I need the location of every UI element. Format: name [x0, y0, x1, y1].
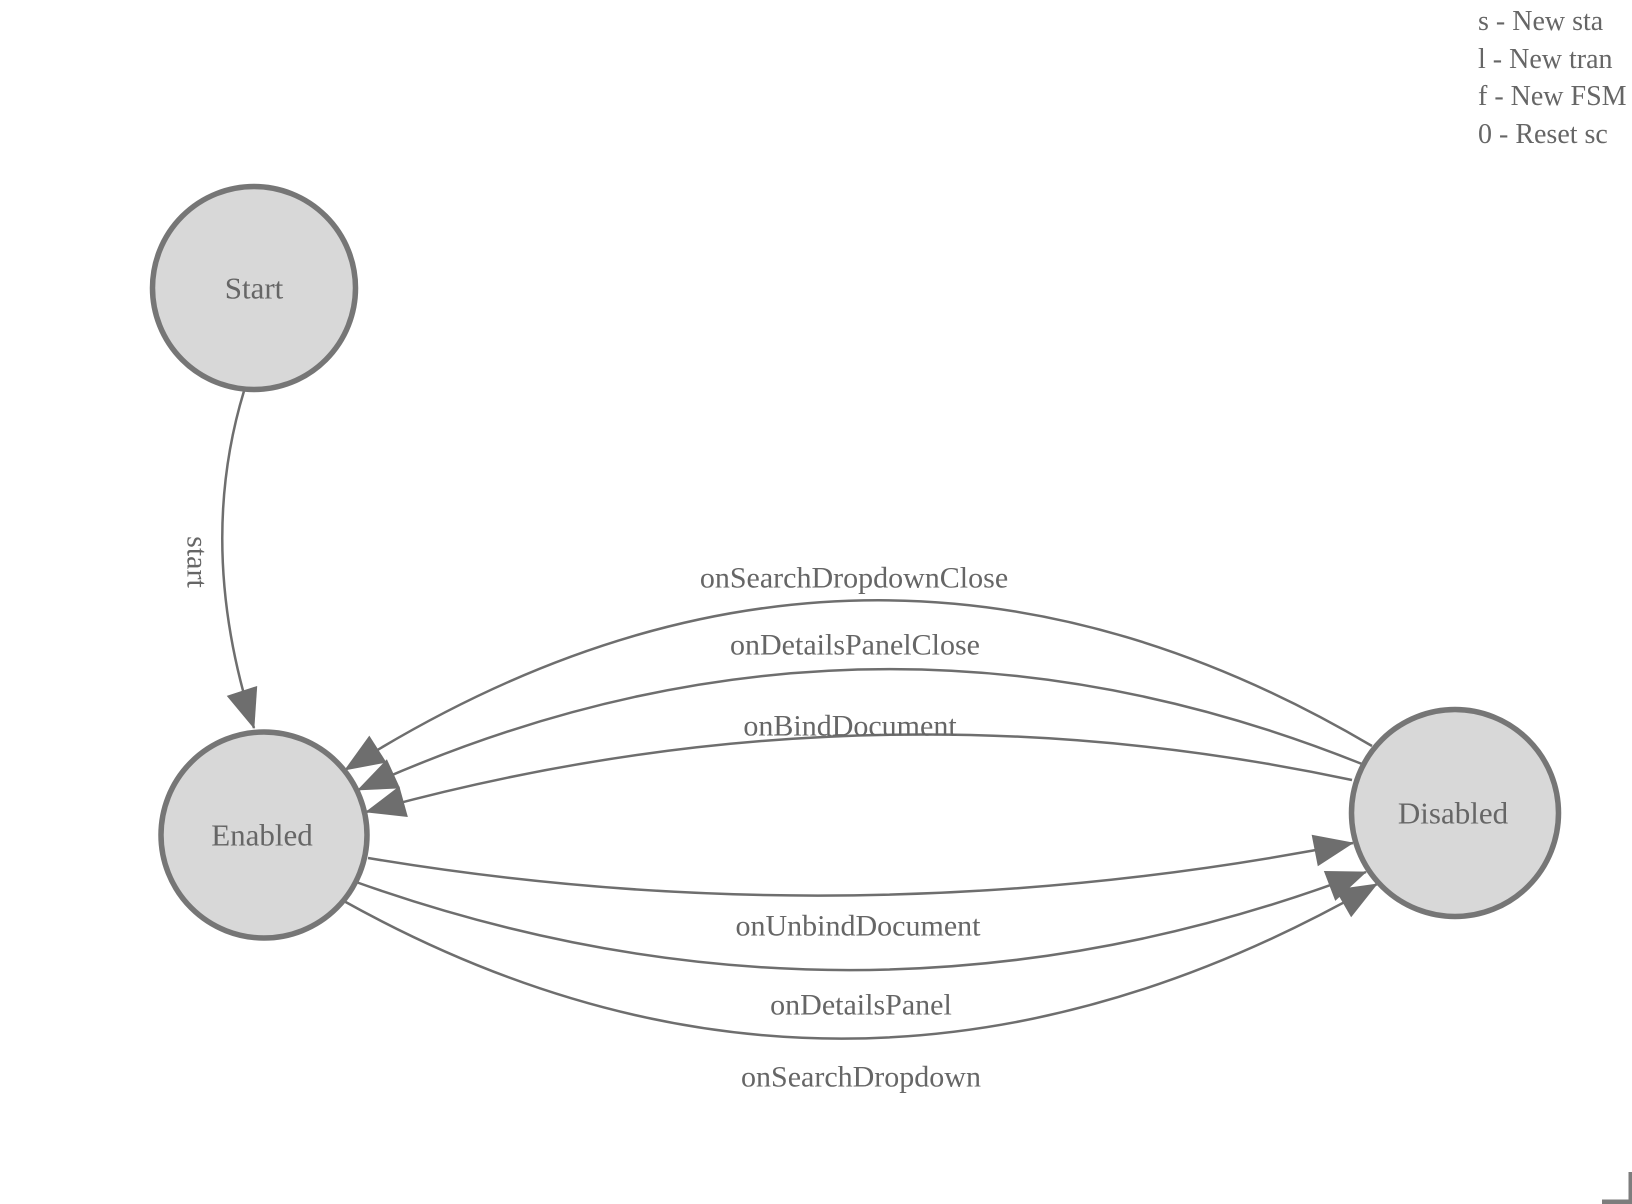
transition-label-ondetailspanelclose: onDetailsPanelClose: [730, 629, 980, 662]
state-circle-start[interactable]: [149, 183, 359, 393]
corner-frame-horizontal-line: [1602, 1199, 1632, 1204]
legend-line-new-transition: l - New tran: [1478, 43, 1613, 75]
transition-label-onbinddocument: onBindDocument: [743, 710, 957, 743]
transition-label-onunbinddocument: onUnbindDocument: [736, 910, 982, 943]
transition-onsearchdropdown: onSearchDropdown: [341, 882, 1378, 1094]
state-circle-disabled[interactable]: [1348, 706, 1562, 920]
transition-ondetailspanelclose: onDetailsPanelClose: [357, 629, 1363, 792]
shortcut-legend: s - New sta l - New tran f - New FSM 0 -…: [1478, 3, 1632, 153]
transition-onbinddocument: onBindDocument: [365, 710, 1353, 817]
transition-onunbinddocument: onUnbindDocument: [367, 834, 1354, 943]
transition-label-onsearchdropdown: onSearchDropdown: [741, 1061, 981, 1094]
transition-edge-onsearchdropdown[interactable]: [341, 882, 1378, 1040]
transition-edge-start[interactable]: [221, 390, 258, 729]
transition-edge-ondetailspanelclose[interactable]: [357, 667, 1363, 792]
state-label-start: Start: [225, 271, 284, 306]
transition-start: start: [181, 390, 258, 729]
transition-edge-onsearchdropdownclose[interactable]: [344, 599, 1373, 772]
transition-edge-onbinddocument[interactable]: [365, 733, 1353, 817]
legend-line-new-state: s - New sta: [1478, 6, 1604, 37]
state-label-disabled: Disabled: [1398, 796, 1509, 831]
legend-line-new-fsm: f - New FSM: [1478, 81, 1627, 112]
transition-edge-onunbinddocument[interactable]: [367, 834, 1354, 897]
transition-ondetailspanel: onDetailsPanel: [355, 870, 1367, 1022]
state-node-enabled[interactable]: Enabled: [158, 729, 370, 941]
transition-label-ondetailspanel: onDetailsPanel: [770, 989, 952, 1022]
transition-label-onsearchdropdownclose: onSearchDropdownClose: [700, 562, 1008, 595]
corner-frame-vertical-line: [1628, 1172, 1632, 1204]
transition-onsearchdropdownclose: onSearchDropdownClose: [344, 562, 1373, 772]
state-node-start[interactable]: Start: [149, 183, 359, 393]
viewport-corner-frame: [1602, 1172, 1632, 1204]
state-label-enabled: Enabled: [211, 818, 313, 853]
state-circle-enabled[interactable]: [158, 729, 370, 941]
legend-line-reset: 0 - Reset sc: [1478, 118, 1608, 150]
transition-label-start: start: [181, 536, 214, 588]
transition-edge-ondetailspanel[interactable]: [355, 870, 1367, 972]
state-node-disabled[interactable]: Disabled: [1348, 706, 1562, 920]
